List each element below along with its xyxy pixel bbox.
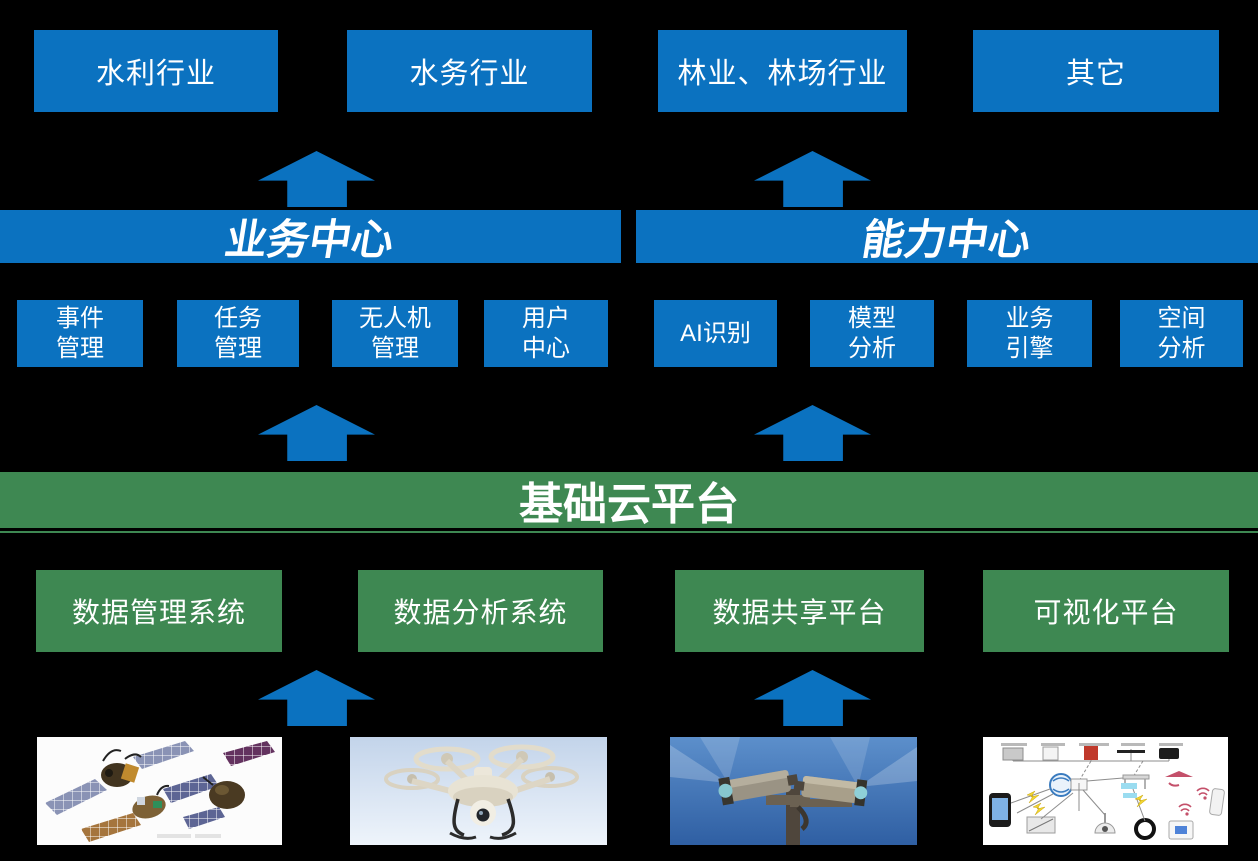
business-center-banner: 业务中心 — [0, 210, 621, 263]
capability-center-label: 能力中心 — [858, 216, 1035, 263]
system-label: 可视化平台 — [1033, 597, 1179, 628]
module-box-business-engine: 业务 引擎 — [967, 300, 1092, 367]
satellites-illustration — [37, 737, 282, 845]
business-center-label: 业务中心 — [222, 216, 398, 263]
module-box-model-analysis: 模型 分析 — [810, 300, 934, 367]
cloud-platform-banner: 基础云平台 — [0, 472, 1258, 529]
module-label: 无人机 管理 — [359, 304, 431, 362]
industry-label: 林业、林场行业 — [677, 58, 888, 90]
module-box-task-management: 任务 管理 — [177, 300, 299, 367]
module-label: 用户 中心 — [522, 304, 570, 362]
cloud-platform-label: 基础云平台 — [519, 480, 739, 529]
industry-box-water-affairs: 水务行业 — [347, 30, 592, 112]
industry-label: 水利行业 — [95, 58, 216, 90]
module-box-ai-recognition: AI识别 — [654, 300, 777, 367]
iot-network-illustration — [983, 737, 1228, 845]
satellites-photo — [37, 737, 282, 845]
industry-box-other: 其它 — [973, 30, 1219, 112]
module-label: 业务 引擎 — [1005, 304, 1054, 362]
module-label: 模型 分析 — [848, 304, 896, 362]
up-arrow-icon — [754, 151, 871, 207]
surveillance-cameras-photo — [670, 737, 917, 845]
industry-label: 水务行业 — [409, 58, 530, 90]
iot-network-diagram-photo — [983, 737, 1228, 845]
system-label: 数据分析系统 — [393, 597, 568, 628]
drone-illustration — [350, 737, 607, 845]
system-box-data-management: 数据管理系统 — [36, 570, 282, 652]
up-arrow-icon — [754, 670, 871, 726]
module-box-event-management: 事件 管理 — [17, 300, 143, 367]
module-box-spatial-analysis: 空间 分析 — [1120, 300, 1243, 367]
up-arrow-icon — [258, 670, 375, 726]
up-arrow-icon — [258, 151, 375, 207]
banner-underline — [0, 531, 1258, 533]
capability-center-banner: 能力中心 — [636, 210, 1258, 263]
module-label: 空间 分析 — [1157, 304, 1206, 362]
module-label: AI识别 — [680, 319, 751, 347]
up-arrow-icon — [754, 405, 871, 461]
system-box-data-analysis: 数据分析系统 — [358, 570, 603, 652]
industry-box-forestry: 林业、林场行业 — [658, 30, 907, 112]
industry-box-water-conservancy: 水利行业 — [34, 30, 278, 112]
industry-label: 其它 — [1065, 58, 1126, 90]
system-label: 数据管理系统 — [71, 597, 246, 628]
drone-photo — [350, 737, 607, 845]
module-label: 事件 管理 — [56, 304, 104, 362]
module-box-user-center: 用户 中心 — [484, 300, 608, 367]
module-label: 任务 管理 — [214, 304, 262, 362]
system-box-data-sharing: 数据共享平台 — [675, 570, 924, 652]
up-arrow-icon — [258, 405, 375, 461]
system-box-visualization: 可视化平台 — [983, 570, 1229, 652]
module-box-uav-management: 无人机 管理 — [332, 300, 458, 367]
surveillance-cameras-illustration — [670, 737, 917, 845]
system-label: 数据共享平台 — [712, 597, 887, 628]
